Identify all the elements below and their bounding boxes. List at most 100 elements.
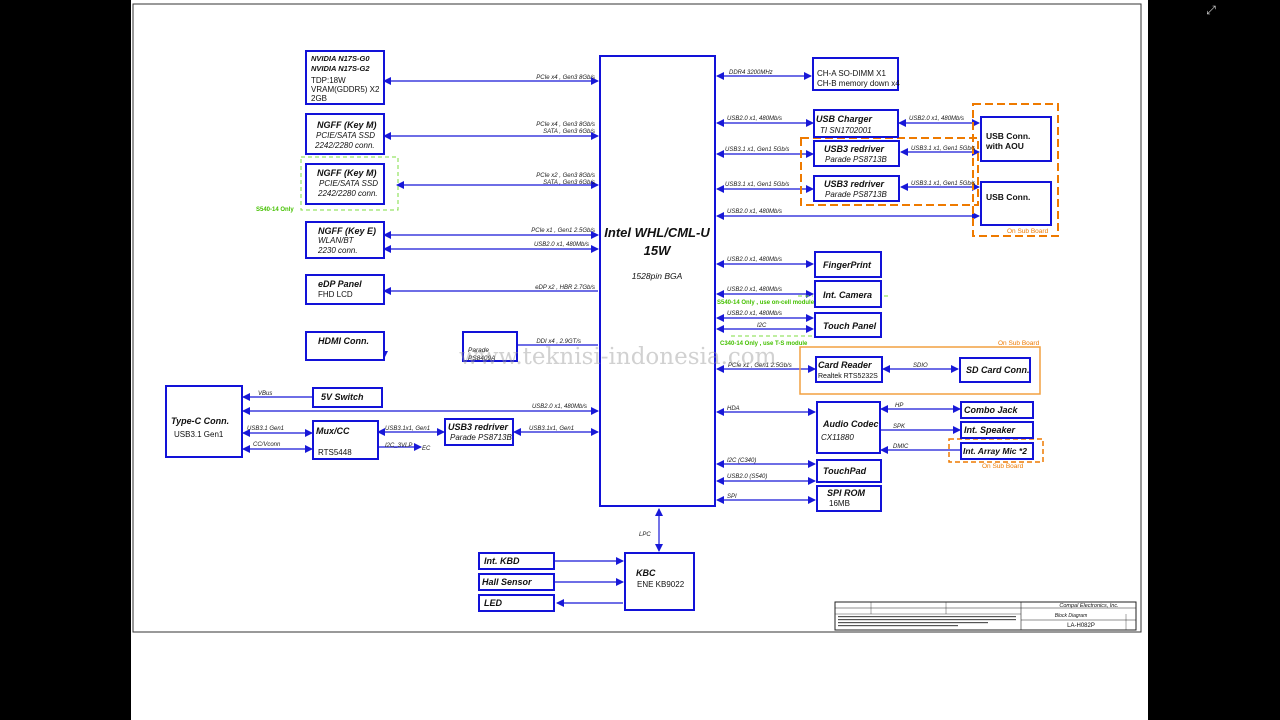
sig-ec: EC xyxy=(422,446,431,452)
sig-rd2-in: USB3.1 x1, Gen1 5Gb/s xyxy=(725,182,789,188)
signal-labels: PCIe x4 , Gen3 8Gb/s PCIe x4 , Gen3 8Gb/… xyxy=(247,70,975,538)
sig-usb31gen1a: USB3.1 Gen1 xyxy=(247,426,284,432)
usbaou-block xyxy=(980,116,1052,162)
card-sub-board-region xyxy=(799,346,1041,395)
finger-block xyxy=(814,251,882,278)
usb-sub-board-region xyxy=(972,103,1059,237)
sig-ccvconn: CC/Vconn xyxy=(253,442,281,448)
cardrd-l2: Realtek RTS5232S xyxy=(818,373,878,380)
schematic-sheet: NVIDIA N17S-G0 NVIDIA N17S-G2 TDP:18W VR… xyxy=(131,0,1148,720)
kbc-l2: ENE KB9022 xyxy=(637,580,685,589)
hdmi-block xyxy=(305,331,385,361)
parade-block xyxy=(462,331,518,362)
ngff-m1-l2: PCIE/SATA SSD xyxy=(316,131,375,140)
cardrd-block xyxy=(815,356,883,383)
sig-camera: USB2.0 x1, 480Mb/s xyxy=(727,287,782,293)
kbd-block xyxy=(478,552,555,570)
sdcard-block xyxy=(959,357,1031,383)
sig-usbc20: USB2.0 x1, 480Mb/s xyxy=(532,404,587,410)
speaker-block xyxy=(960,421,1034,439)
hall-title: Hall Sensor xyxy=(482,577,532,587)
notes: S540-14 Only S540-14 Only , use on-cell … xyxy=(256,207,1049,470)
tb-company: Compal Electronics, Inc. xyxy=(1059,603,1118,609)
ngff-e-block xyxy=(305,221,385,259)
note-c340-touch: C340-14 Only , use T-S module xyxy=(720,341,808,347)
sig-spk: SPK xyxy=(893,424,906,430)
ngff-m2-block xyxy=(305,163,385,205)
redrv1-block xyxy=(813,140,900,167)
wires xyxy=(242,72,980,607)
usbchg-l2: TI SN1702001 xyxy=(820,126,872,135)
redrv-c-title: USB3 redriver xyxy=(448,422,509,432)
redrv1-l2: Parade PS8713B xyxy=(825,155,887,164)
sig-hp: HP xyxy=(895,403,903,409)
cpu-block xyxy=(599,55,716,507)
camera-block xyxy=(814,280,882,308)
typec-block xyxy=(165,385,243,458)
led-block xyxy=(478,594,555,612)
sig-edp: eDP x2 , HBR 2.7Gb/s xyxy=(535,285,595,291)
usbconn-title: USB Conn. xyxy=(986,192,1030,202)
sig-spi: SPI xyxy=(727,494,737,500)
sig-usb20c: USB2.0 x1, 480Mb/s xyxy=(727,209,782,215)
edp-l2: FHD LCD xyxy=(318,290,353,299)
cpu-title2: 15W xyxy=(644,243,672,258)
ngff-m2-l2: PCIE/SATA SSD xyxy=(319,179,378,188)
mic-block xyxy=(960,442,1034,460)
touch-title: Touch Panel xyxy=(823,321,877,331)
audio-block xyxy=(816,401,881,454)
sig-i2c: I2C xyxy=(757,323,767,329)
led-title: LED xyxy=(484,598,503,608)
usbconn-block xyxy=(980,181,1052,226)
note-sub2: On Sub Board xyxy=(998,340,1040,347)
note-s540-ngff: S540-14 Only xyxy=(256,207,294,213)
sig-dmic: DMIC xyxy=(893,444,909,450)
sw5v-title: 5V Switch xyxy=(321,392,364,402)
ngff-m2-l3: 2242/2280 conn. xyxy=(317,189,378,198)
tb-model: LA-H082P xyxy=(1067,623,1095,629)
title-block: Compal Electronics, Inc. Block Diagram L… xyxy=(834,601,1137,631)
note-sub3: On Sub Board xyxy=(982,463,1024,470)
sig-ddi: DDI x4 , 2.9GT/s xyxy=(536,339,581,345)
blocks xyxy=(165,50,1052,612)
dimm-l2: CH-B memory down x4 xyxy=(817,79,900,88)
sig-ngffe1: PCIe x1 , Gen1 2.5Gb/s xyxy=(531,228,595,234)
ngff-e-l2: WLAN/BT xyxy=(318,236,355,245)
sig-usb31x1a: USB3.1x1, Gen1 xyxy=(385,426,430,432)
kbc-title: KBC xyxy=(636,568,656,578)
hdmi-title: HDMI Conn. xyxy=(318,336,369,346)
typec-l2: USB3.1 Gen1 xyxy=(174,430,224,439)
sheet-border xyxy=(132,3,1142,633)
sig-tp-i2c: I2C (C340) xyxy=(727,458,756,464)
speaker-title: Int. Speaker xyxy=(964,425,1016,435)
redrv2-title: USB3 redriver xyxy=(824,179,885,189)
cardrd-title: Card Reader xyxy=(818,360,872,370)
expand-icon[interactable]: ⤢ xyxy=(1206,3,1216,17)
sig-sdio: SDIO xyxy=(913,363,928,369)
sig-hda: HDA xyxy=(727,406,740,412)
sig-tp-usb: USB2.0 (S540) xyxy=(727,474,767,480)
ngff-m1-title: NGFF (Key M) xyxy=(317,120,377,130)
usbaou-l2: with AOU xyxy=(985,141,1024,151)
ngff-m1-block xyxy=(305,113,385,155)
spirom-l2: 16MB xyxy=(829,499,850,508)
sig-ngff1a: PCIe x4 , Gen3 8Gb/s xyxy=(536,122,595,128)
mic-title: Int. Array Mic *2 xyxy=(963,446,1027,456)
hall-block xyxy=(478,573,555,591)
sig-rd1-in: USB3.1 x1, Gen1 5Gb/s xyxy=(725,147,789,153)
block-diagram: NVIDIA N17S-G0 NVIDIA N17S-G2 TDP:18W VR… xyxy=(132,3,1142,633)
redrv2-l2: Parade PS8713B xyxy=(825,190,887,199)
watermark: www.teknisi-indonesia.com xyxy=(459,344,777,370)
sig-ngffe2: USB2.0 x1, 480Mb/s xyxy=(534,242,589,248)
tb-doc: Block Diagram xyxy=(1055,613,1088,619)
usbaou-l1: USB Conn. xyxy=(986,131,1030,141)
sig-vbus: VBus xyxy=(258,391,272,397)
redrv-c-block xyxy=(444,418,514,446)
sig-ngff2b: SATA , Gen3 6Gb/s xyxy=(543,180,595,186)
spirom-title: SPI ROM xyxy=(827,488,866,498)
sig-usb31x1b: USB3.1x1, Gen1 xyxy=(529,426,574,432)
note-s540-cam: S540-14 Only , use on-cell module xyxy=(717,300,815,306)
typec-title: Type-C Conn. xyxy=(171,416,229,426)
ngff-m1-l3: 2242/2280 conn. xyxy=(314,141,375,150)
note-sub1: On Sub Board xyxy=(1007,228,1049,235)
